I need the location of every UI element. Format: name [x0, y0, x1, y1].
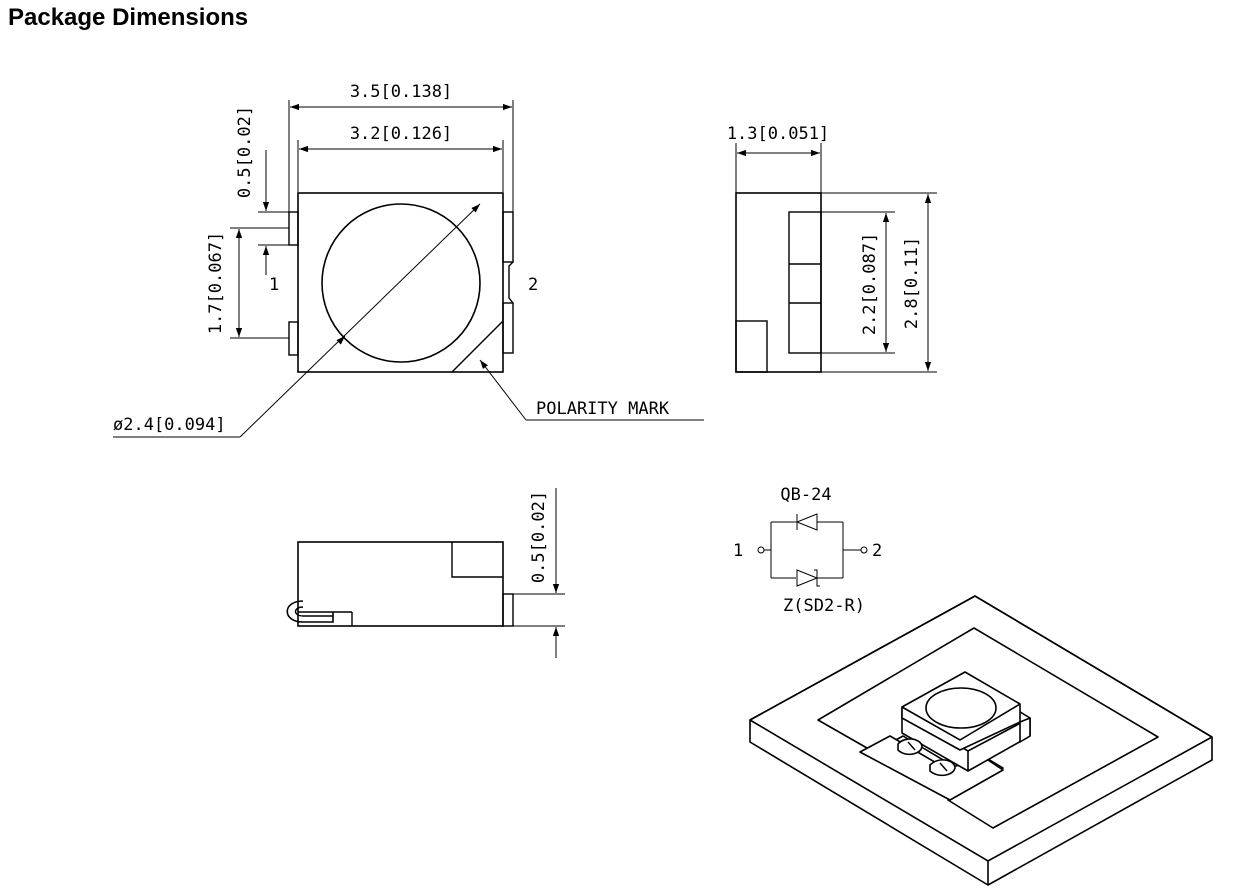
- pad-right-bottom: [502, 302, 514, 354]
- side-view: 1.3[0.051] 2.2[0.087] 2.8[0.11]: [727, 124, 937, 373]
- diode-symbol: [795, 513, 818, 531]
- polarity-chamfer: [451, 320, 504, 373]
- label-pin-1: 1: [269, 275, 279, 295]
- bottom-view: 0.5[0.02]: [286, 488, 565, 658]
- pad-right-top: [502, 211, 514, 263]
- dim-diameter: ø2.4[0.094]: [113, 415, 226, 435]
- dim-bottom-gap: 0.5[0.02]: [529, 491, 549, 583]
- dim-pad-gap: 0.5[0.02]: [235, 106, 255, 198]
- dim-side-outer-h: 2.8[0.11]: [902, 237, 922, 329]
- package-body: [297, 192, 504, 373]
- iso-lens: [925, 687, 997, 729]
- schematic-part-label: QB-24: [780, 485, 831, 505]
- page-title: Package Dimensions: [8, 4, 249, 31]
- pad-left-bottom: [288, 321, 299, 356]
- label-pin-2: 2: [528, 275, 538, 295]
- zener-symbol: [796, 569, 819, 587]
- pad-left-top: [288, 211, 299, 246]
- label-polarity-mark: POLARITY MARK: [536, 399, 670, 419]
- schematic-zener-label: Z(SD2-R): [783, 596, 865, 616]
- dim-side-width: 1.3[0.051]: [727, 124, 829, 144]
- bottom-body: [297, 541, 504, 627]
- side-body: [735, 192, 822, 373]
- dim-width-outer: 3.5[0.138]: [350, 82, 452, 102]
- dim-side-inner-h: 2.2[0.087]: [860, 233, 880, 335]
- schematic-pin-1: 1: [733, 541, 743, 561]
- dim-width-inner: 3.2[0.126]: [350, 124, 452, 144]
- schematic: QB-24 Z(SD2-R) 1 2: [733, 485, 882, 616]
- isometric-view: [749, 595, 1213, 886]
- top-view: 3.5[0.138] 3.2[0.126] ø2.4[0.094] POLARI…: [113, 82, 704, 438]
- dim-pad-pitch: 1.7[0.067]: [206, 232, 226, 334]
- lens-circle: [321, 203, 481, 363]
- schematic-pin-2: 2: [872, 541, 882, 561]
